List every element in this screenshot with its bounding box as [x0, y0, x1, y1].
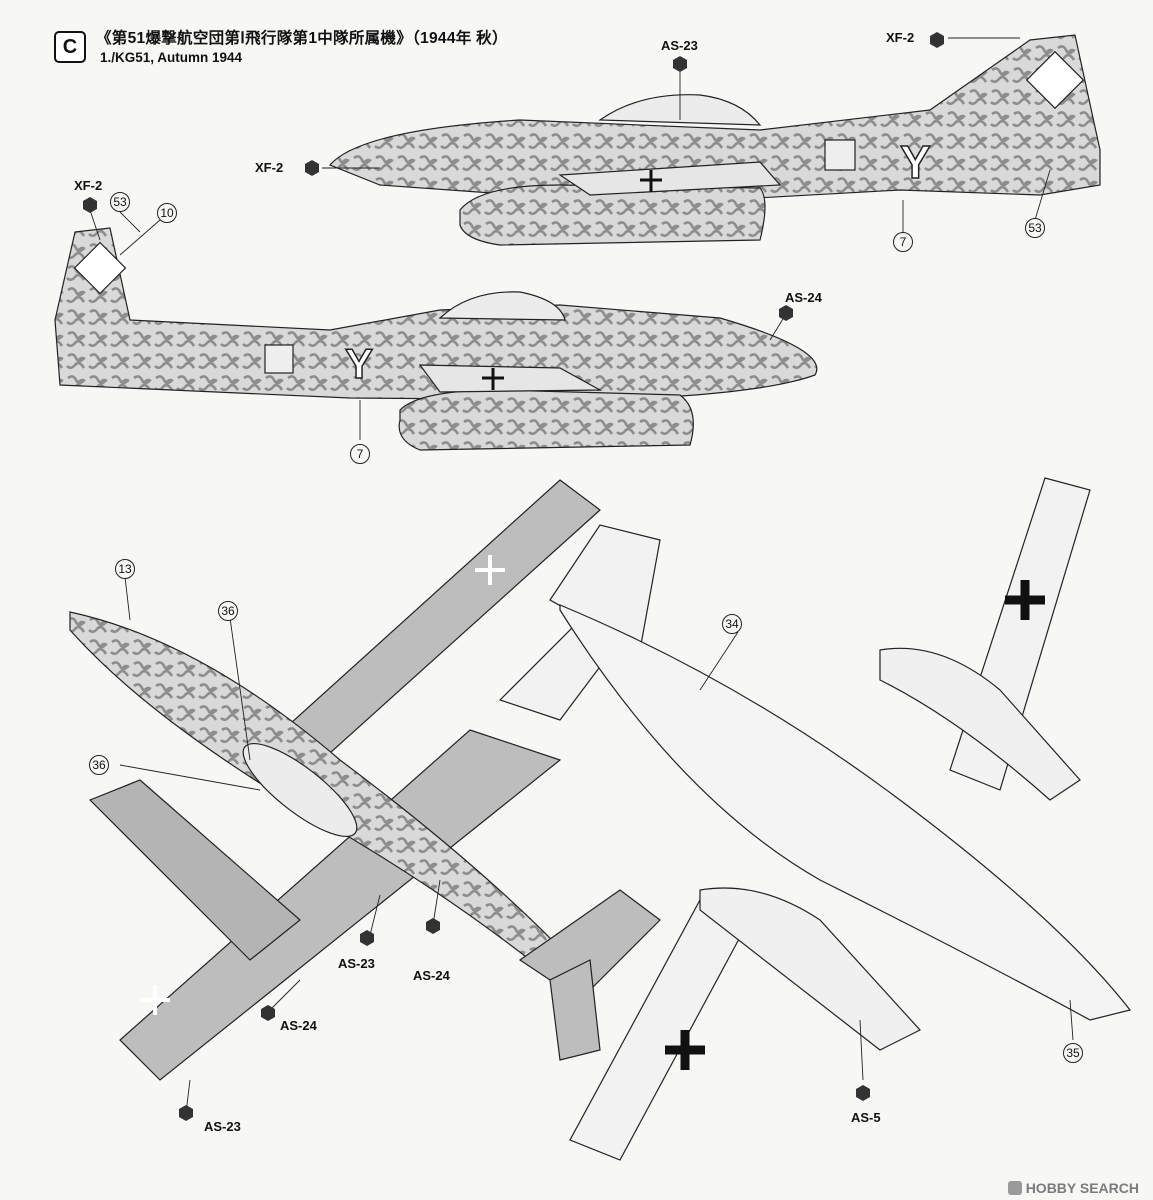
paint-callout: AS-5	[851, 1110, 881, 1125]
hex-icon	[930, 32, 944, 48]
paint-callout: AS-23	[661, 38, 698, 53]
decal-number: 13	[115, 559, 135, 579]
hex-icon	[673, 56, 687, 72]
paint-callout: XF-2	[74, 178, 103, 193]
paint-callout: AS-23	[204, 1119, 241, 1134]
code-letter: Y	[900, 136, 931, 188]
decal-number: 35	[1063, 1043, 1083, 1063]
watermark: HOBBY SEARCH	[1007, 1180, 1139, 1196]
decal-number: 53	[1025, 218, 1045, 238]
hex-icon	[360, 930, 374, 946]
decal-number: 34	[722, 614, 742, 634]
decal-number: 36	[218, 601, 238, 621]
scheme-title-en: 1./KG51, Autumn 1944	[100, 50, 243, 65]
decal-number: 7	[350, 444, 370, 464]
scheme-title-jp: 《第51爆撃航空団第Ⅰ飛行隊第1中隊所属機》（1944年 秋）	[96, 30, 508, 47]
paint-callout: AS-23	[338, 956, 375, 971]
code-letter: Y	[345, 340, 373, 387]
hex-icon	[305, 160, 319, 176]
hex-icon	[779, 305, 793, 321]
hex-icon	[179, 1105, 193, 1121]
logo-icon	[1007, 1181, 1022, 1195]
side-view-left-facing: Y	[328, 34, 1101, 246]
paint-callout: XF-2	[886, 30, 915, 45]
paint-callout: AS-24	[413, 968, 450, 983]
watermark-text: HOBBY SEARCH	[1025, 1180, 1139, 1196]
top-view	[69, 479, 661, 1081]
paint-callout: XF-2	[255, 160, 284, 175]
paint-callout: AS-24	[785, 290, 822, 305]
hex-icon	[83, 197, 97, 213]
hex-icon	[426, 918, 440, 934]
paint-hex-markers	[83, 32, 944, 1121]
bottom-view	[498, 477, 1132, 1161]
decal-number: 10	[157, 203, 177, 223]
decal-number: 53	[110, 192, 130, 212]
hex-icon	[856, 1085, 870, 1101]
paint-callout: AS-24	[280, 1018, 317, 1033]
hex-icon	[261, 1005, 275, 1021]
decal-number: 7	[893, 232, 913, 252]
decal-number: 36	[89, 755, 109, 775]
scheme-badge: C	[54, 31, 86, 63]
side-view-right-facing: Y	[54, 227, 818, 451]
